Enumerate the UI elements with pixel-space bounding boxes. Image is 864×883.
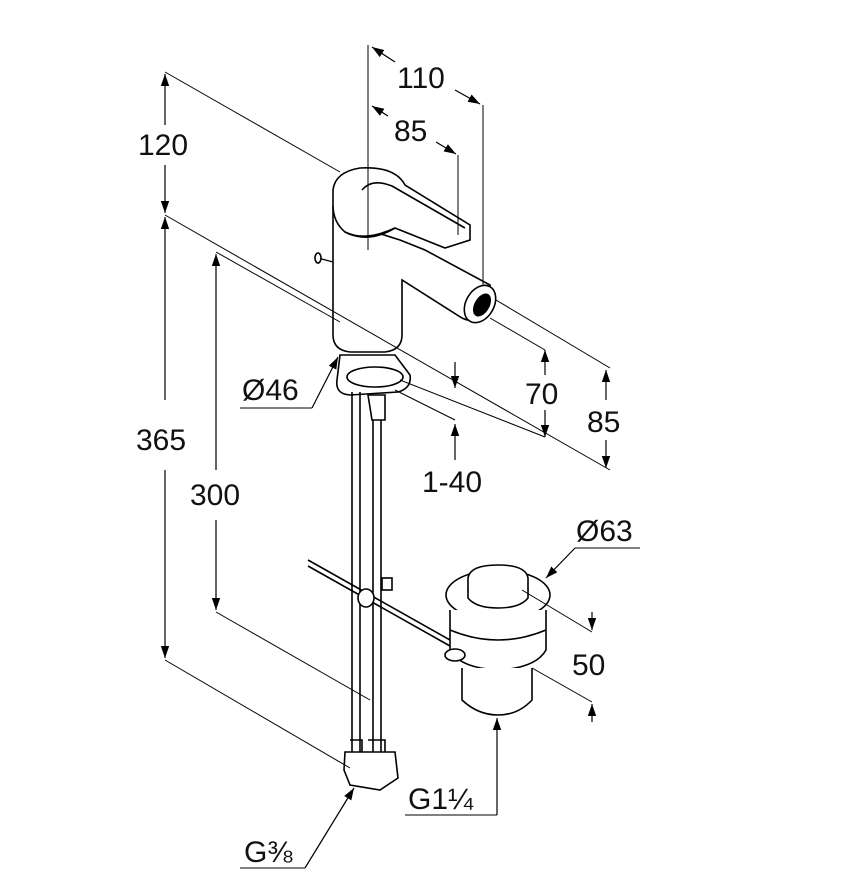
dimension-label-300: 300	[190, 479, 240, 512]
dimension-label-85-top: 85	[394, 115, 427, 148]
dimension-label-70: 70	[525, 378, 558, 411]
dimension-label-50: 50	[572, 649, 605, 682]
dimension-label-1-40: 1-40	[422, 466, 482, 499]
dimension-label-365: 365	[136, 424, 186, 457]
dimension-label-dia-63: Ø63	[576, 515, 633, 548]
dimension-label-dia-46: Ø46	[242, 374, 299, 407]
mounting-assembly	[307, 354, 451, 791]
dimension-lines	[160, 45, 640, 869]
dimension-label-120: 120	[138, 129, 188, 162]
dimension-label-110: 110	[397, 62, 445, 95]
faucet-body	[314, 167, 497, 353]
thread-label-g38: G⅜	[244, 836, 293, 869]
dimension-label-85-right: 85	[587, 406, 620, 439]
thread-label-g114: G1¼	[408, 783, 474, 816]
waste-valve	[444, 564, 551, 716]
